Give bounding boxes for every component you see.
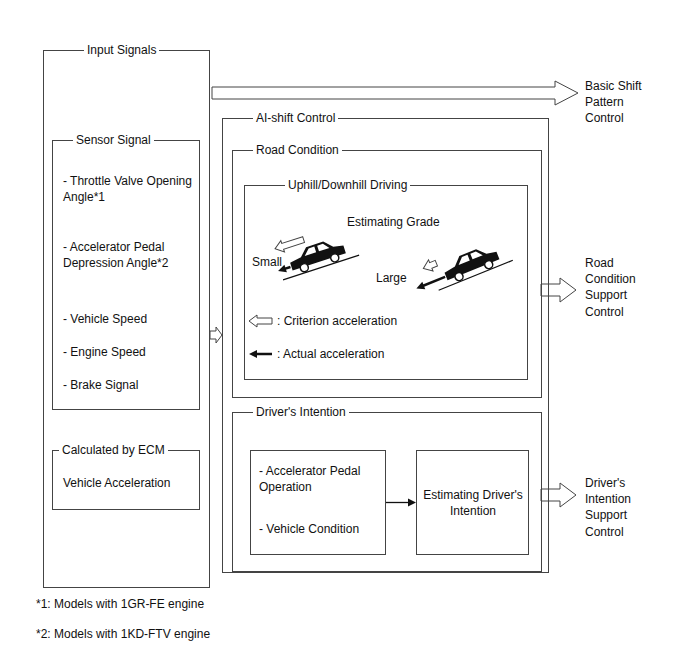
- legend-sample: [248, 347, 274, 361]
- connector: [386, 499, 416, 507]
- solid-arrow: [256, 353, 272, 356]
- text-label: Large: [376, 270, 407, 286]
- box-text: Vehicle Acceleration: [63, 475, 193, 491]
- legend-row: : Criterion acceleration: [248, 313, 448, 329]
- output-arrow: [541, 278, 576, 302]
- box-text: Estimating Grade: [347, 214, 440, 230]
- legend-sample: [248, 314, 274, 328]
- text-label: *2: Models with 1KD-FTV engine: [36, 626, 210, 642]
- box-heading: Calculated by ECM: [59, 442, 168, 458]
- arrow-head: [408, 499, 416, 507]
- solid-arrow-head: [249, 350, 257, 358]
- process-box: Calculated by ECMVehicle Acceleration: [52, 450, 200, 510]
- text-label: Driver's Intention Support Control: [585, 475, 647, 540]
- text-label: *1: Models with 1GR-FE engine: [36, 596, 204, 612]
- box-text: - Vehicle Condition: [259, 521, 381, 537]
- legend-text: : Actual acceleration: [277, 346, 384, 362]
- process-box: AI-shift ControlRoad ConditionUphill/Dow…: [222, 118, 549, 573]
- box-text: - Vehicle Speed: [63, 311, 195, 327]
- connector: [210, 327, 222, 343]
- box-heading: Driver's Intention: [253, 404, 349, 420]
- text-label: Road Condition Support Control: [585, 255, 647, 320]
- box-heading: AI-shift Control: [253, 110, 338, 126]
- connector-line: [386, 502, 409, 503]
- process-box: Input SignalsSensor Signal- Throttle Val…: [43, 50, 210, 588]
- box-text: - Throttle Valve Opening Angle*1: [63, 173, 195, 205]
- car-figure: [408, 231, 513, 298]
- box-text: - Brake Signal: [63, 377, 195, 393]
- box-heading: Input Signals: [84, 42, 159, 58]
- output-arrow: [541, 483, 576, 507]
- process-box: Driver's Intention- Accelerator Pedal Op…: [232, 412, 542, 572]
- output-arrow: [212, 81, 578, 105]
- car-figure: [269, 219, 359, 280]
- text-label: Basic Shift Pattern Control: [585, 78, 649, 127]
- hollow-arrow: [210, 327, 222, 343]
- box-text: - Accelerator Pedal Operation: [259, 463, 381, 495]
- box-heading: Uphill/Downhill Driving: [285, 177, 410, 193]
- process-box: Sensor Signal- Throttle Valve Opening An…: [52, 140, 200, 410]
- text-label: Small: [252, 254, 282, 270]
- box-text: - Engine Speed: [63, 344, 195, 360]
- process-box: - Accelerator Pedal Operation - Vehicle C…: [250, 450, 386, 555]
- legend-text: : Criterion acceleration: [277, 313, 397, 329]
- box-heading: Sensor Signal: [73, 132, 154, 148]
- hollow-arrow: [249, 315, 272, 327]
- box-heading: Road Condition: [253, 142, 342, 158]
- process-box: Estimating Driver's Intention: [416, 450, 529, 555]
- box-text: - Accelerator Pedal Depression Angle*2: [63, 239, 195, 271]
- legend-row: : Actual acceleration: [248, 346, 448, 362]
- box-text: Estimating Driver's Intention: [421, 487, 525, 519]
